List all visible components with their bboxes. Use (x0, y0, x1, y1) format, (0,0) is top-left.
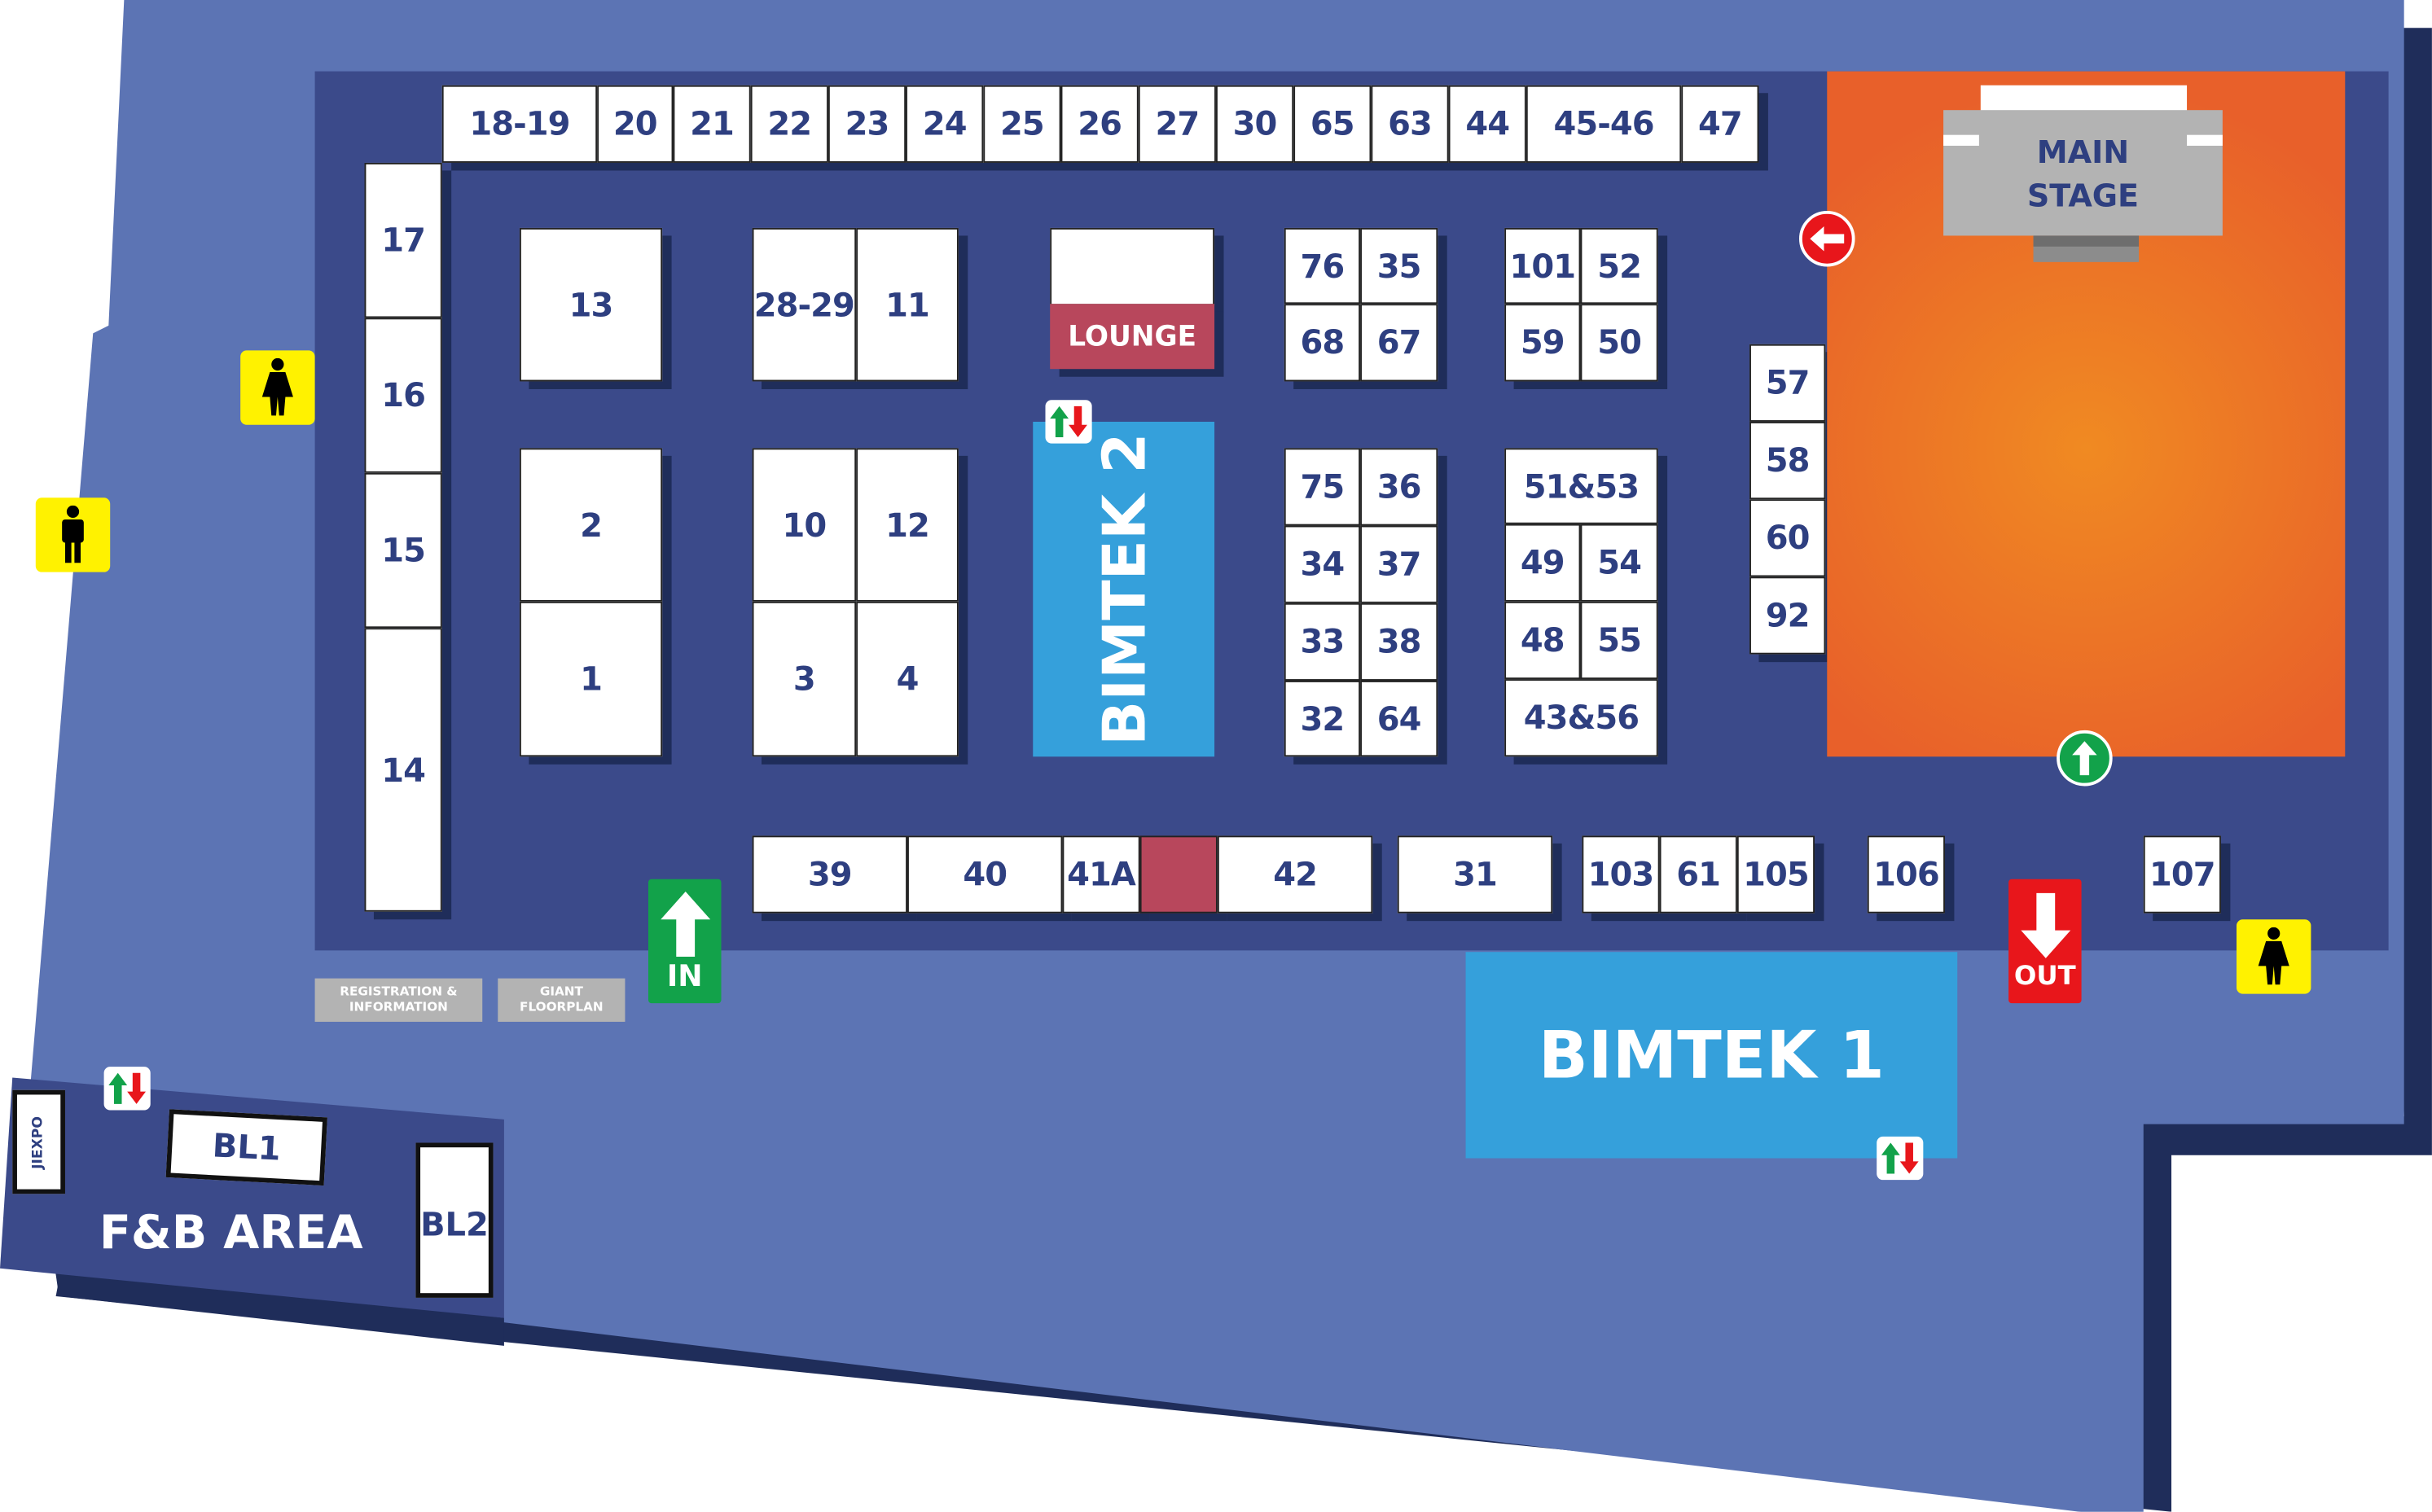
booth[interactable]: 65 (1293, 85, 1372, 163)
booth[interactable]: 28-29 (752, 227, 857, 382)
main-stage-label: MAIN STAGE (1943, 110, 2223, 236)
up-arrow-icon (660, 891, 710, 957)
booth[interactable]: 57 (1749, 344, 1826, 422)
booth[interactable]: 1 (519, 601, 663, 757)
restroom-female-icon (240, 350, 315, 425)
booth[interactable]: 52 (1580, 227, 1658, 305)
booth[interactable]: 23 (827, 85, 907, 163)
booth[interactable]: 101 (1504, 227, 1581, 305)
booth[interactable]: 26 (1060, 85, 1139, 163)
bl1-booth[interactable]: BL1 (165, 1109, 327, 1186)
stage-steps (2033, 235, 2140, 262)
booth[interactable]: 49 (1504, 524, 1581, 602)
booth[interactable]: 20 (597, 85, 674, 163)
restroom-female-icon (2237, 919, 2311, 994)
restroom-male-icon (35, 497, 111, 572)
booth[interactable]: 55 (1580, 601, 1658, 680)
booth[interactable]: 30 (1215, 85, 1294, 163)
registration-desk[interactable]: REGISTRATION & INFORMATION (314, 978, 483, 1022)
stage-left-marker (1943, 134, 1979, 147)
stage-right-marker (2187, 134, 2223, 147)
booth[interactable]: 51&53 (1504, 448, 1658, 524)
booth[interactable]: 44 (1448, 85, 1526, 163)
booth[interactable]: 45-46 (1525, 85, 1682, 163)
booth[interactable]: 4 (856, 601, 959, 757)
booth[interactable]: 38 (1360, 603, 1438, 681)
booth[interactable]: 33 (1284, 603, 1361, 681)
booth[interactable]: 39 (752, 835, 908, 914)
booth[interactable]: 67 (1360, 304, 1438, 382)
booth[interactable]: 27 (1138, 85, 1216, 163)
booth[interactable]: 31 (1397, 835, 1553, 914)
booth[interactable]: 22 (750, 85, 828, 163)
booth[interactable]: 40 (907, 835, 1063, 914)
booth[interactable]: 16 (364, 318, 442, 473)
booth[interactable]: 103 (1582, 835, 1660, 914)
bimtek2-area[interactable]: BIMTEK 2 (1033, 421, 1215, 757)
lounge-box (1050, 227, 1215, 306)
bimtek1-area[interactable]: BIMTEK 1 (1465, 952, 1958, 1159)
booth[interactable]: 43&56 (1504, 679, 1658, 757)
giant-floorplan[interactable]: GIANT FLOORPLAN (498, 978, 626, 1022)
booth[interactable]: 106 (1867, 835, 1945, 914)
reserved-booth[interactable] (1139, 835, 1218, 914)
bl2-booth[interactable]: BL2 (415, 1142, 494, 1298)
escalator-icon (1045, 400, 1092, 444)
exit-left-arrow-icon (1798, 210, 1855, 267)
booth[interactable]: 42 (1217, 835, 1373, 914)
booth[interactable]: 17 (364, 162, 442, 318)
booth[interactable]: 25 (983, 85, 1061, 163)
up-arrow-icon (2057, 730, 2113, 787)
booth[interactable]: 92 (1749, 576, 1826, 655)
booth[interactable]: 24 (906, 85, 984, 163)
booth[interactable]: 36 (1360, 448, 1438, 526)
booth[interactable]: 32 (1284, 680, 1361, 757)
booth[interactable]: 54 (1580, 524, 1658, 602)
booth[interactable]: 75 (1284, 448, 1361, 526)
booth[interactable]: 35 (1360, 227, 1438, 305)
booth[interactable]: 10 (752, 448, 857, 602)
booth[interactable]: 41A (1062, 835, 1140, 914)
booth[interactable]: 18-19 (441, 85, 598, 163)
entrance-sign: IN (648, 879, 722, 1004)
booth[interactable]: 61 (1659, 835, 1737, 914)
booth[interactable]: 59 (1504, 304, 1581, 382)
booth[interactable]: 63 (1371, 85, 1449, 163)
booth[interactable]: 105 (1736, 835, 1815, 914)
booth[interactable]: 21 (673, 85, 751, 163)
jiexpo-booth[interactable]: JIEXPO (12, 1089, 65, 1194)
fnb-area (0, 1077, 504, 1318)
booth[interactable]: 48 (1504, 601, 1581, 680)
booth[interactable]: 34 (1284, 525, 1361, 603)
booth[interactable]: 3 (752, 601, 857, 757)
booth[interactable]: 11 (856, 227, 959, 382)
exit-sign: OUT (2008, 879, 2082, 1004)
escalator-icon (1877, 1136, 1924, 1181)
escalator-icon (103, 1067, 151, 1111)
booth[interactable]: 64 (1360, 680, 1438, 757)
booth[interactable]: 2 (519, 448, 663, 602)
booth[interactable]: 13 (519, 227, 663, 382)
booth[interactable]: 14 (364, 628, 442, 912)
booth[interactable]: 15 (364, 472, 442, 629)
booth[interactable]: 12 (856, 448, 959, 602)
booth[interactable]: 47 (1681, 85, 1759, 163)
stage-top-bar (1980, 85, 2188, 112)
down-arrow-icon (2020, 892, 2070, 958)
fnb-area-label: F&B AREA (99, 1206, 363, 1261)
booth[interactable]: 68 (1284, 304, 1361, 382)
booth[interactable]: 60 (1749, 499, 1826, 577)
booth[interactable]: 76 (1284, 227, 1361, 305)
booth[interactable]: 37 (1360, 525, 1438, 603)
lounge-area[interactable]: LOUNGE (1050, 304, 1215, 370)
booth[interactable]: 107 (2143, 835, 2221, 914)
booth[interactable]: 58 (1749, 421, 1826, 500)
booth[interactable]: 50 (1580, 304, 1658, 382)
